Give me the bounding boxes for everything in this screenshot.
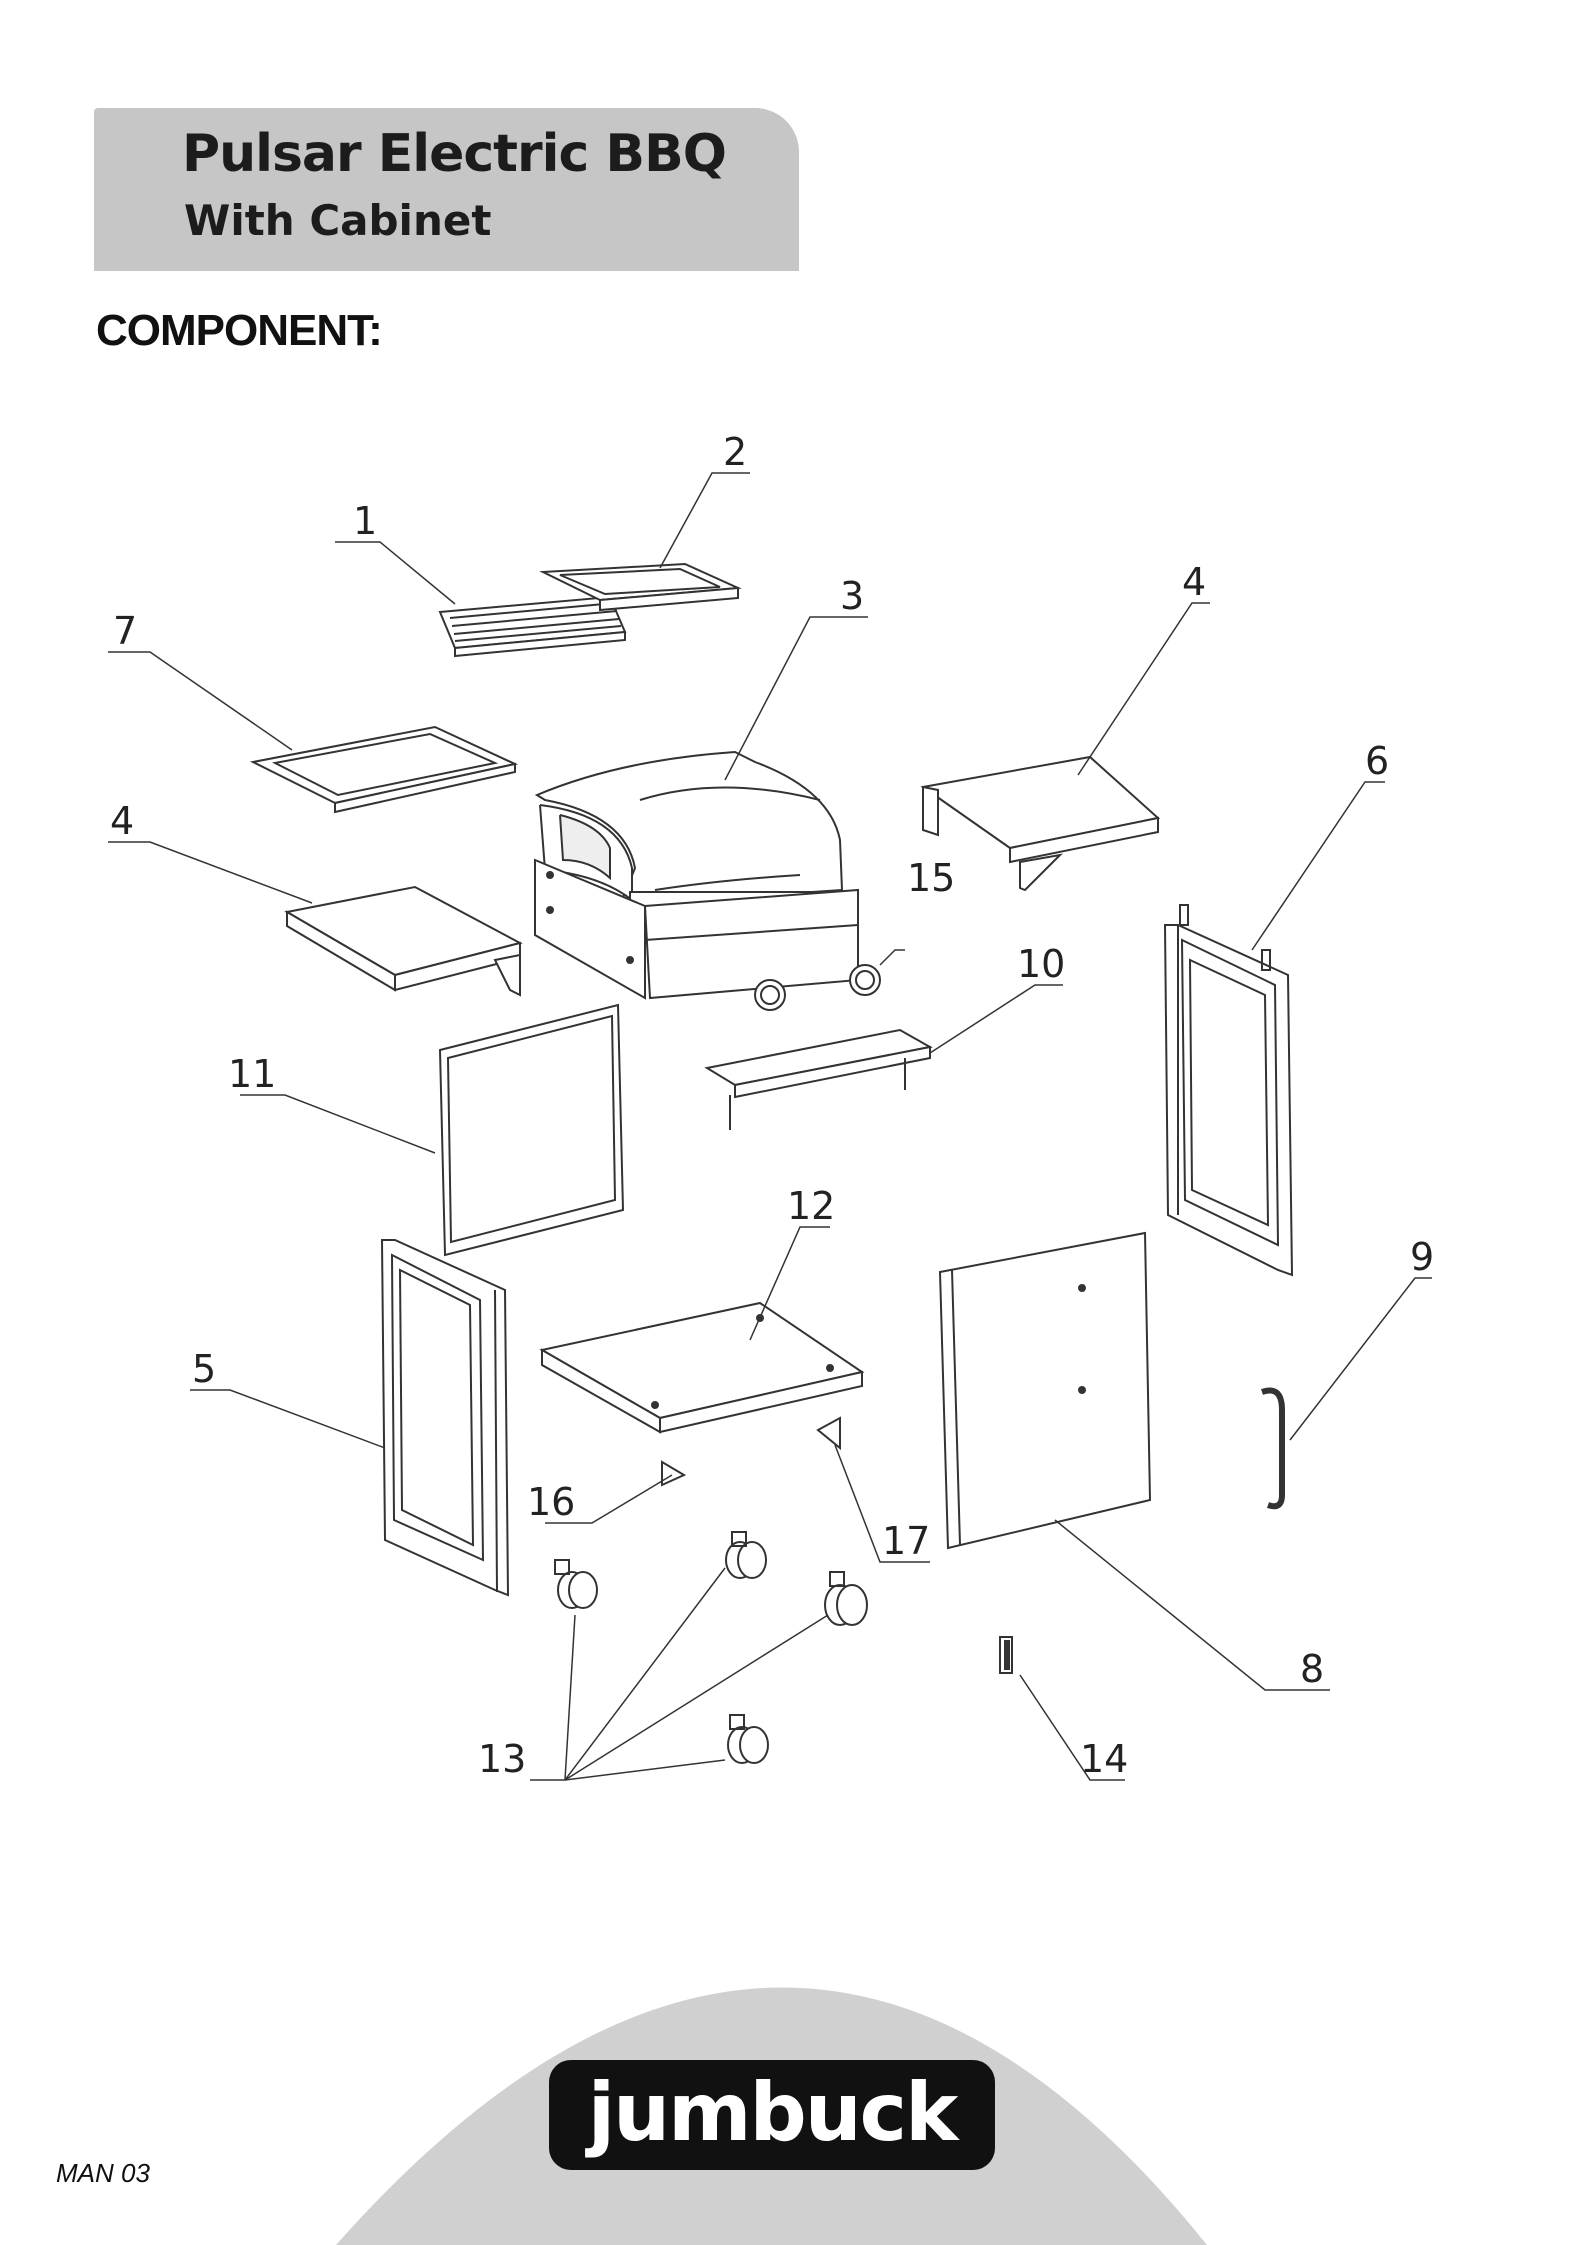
callout-6: 6	[1365, 739, 1389, 783]
callout-4-left: 4	[110, 799, 134, 843]
callout-16: 16	[527, 1480, 575, 1524]
part-door-left	[382, 1240, 508, 1595]
callout-4-right: 4	[1182, 560, 1206, 604]
part-side-frame-right	[1165, 905, 1292, 1275]
callout-9: 9	[1410, 1235, 1434, 1279]
part-side-shelf-left	[287, 887, 520, 995]
callout-14: 14	[1080, 1737, 1128, 1781]
brand-logo: jumbuck	[549, 2060, 995, 2170]
part-latch	[1000, 1637, 1012, 1673]
part-bracket-16	[662, 1462, 684, 1485]
part-back-panel	[440, 1005, 623, 1255]
callout-3: 3	[840, 574, 864, 618]
part-hotplate	[253, 727, 515, 812]
callout-15: 15	[907, 856, 955, 900]
part-side-shelf-right	[923, 757, 1158, 890]
callout-7: 7	[113, 609, 137, 653]
brand-logo-text: jumbuck	[549, 2066, 995, 2159]
part-handle	[1262, 1390, 1282, 1506]
part-front-rail	[707, 1030, 930, 1130]
callout-17: 17	[882, 1519, 930, 1563]
callout-10: 10	[1017, 942, 1065, 986]
callout-12: 12	[787, 1184, 835, 1228]
part-castors	[555, 1532, 867, 1763]
callout-11: 11	[228, 1052, 276, 1096]
part-bbq-head	[535, 752, 880, 1010]
part-grill-grate	[440, 597, 625, 656]
part-side-panel	[940, 1233, 1150, 1548]
callout-2: 2	[723, 430, 747, 474]
page-code: MAN 03	[56, 2158, 150, 2189]
callout-5: 5	[192, 1347, 216, 1391]
callout-8: 8	[1300, 1647, 1324, 1691]
part-bracket-17	[818, 1418, 840, 1448]
callout-13: 13	[478, 1737, 526, 1781]
callout-1: 1	[353, 499, 377, 543]
part-bottom-shelf	[542, 1303, 862, 1432]
